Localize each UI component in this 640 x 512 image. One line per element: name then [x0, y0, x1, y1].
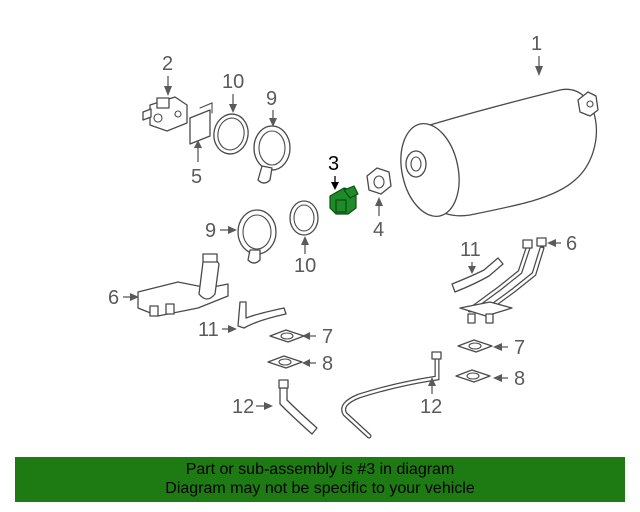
callout-label-11-right: 11	[460, 239, 481, 261]
banner-line-part-notice: Part or sub-assembly is #3 in diagram	[185, 461, 455, 478]
callout-1: 1	[531, 33, 543, 76]
callout-label-8-right: 8	[514, 368, 525, 390]
callout-8a: 8	[302, 353, 333, 375]
callout-12a: 12	[232, 396, 273, 418]
callout-label-9-lower: 9	[205, 220, 216, 242]
part-11-hose-right[interactable]	[451, 257, 504, 293]
part-8-gasket-left[interactable]	[267, 355, 303, 369]
callout-label-10-upper: 10	[222, 71, 244, 93]
part-12-tube-right[interactable]	[341, 351, 442, 439]
callout-5: 5	[191, 140, 202, 188]
part-10-clamp-upper[interactable]	[211, 111, 251, 156]
part-9-intake-lower[interactable]	[237, 209, 277, 264]
part-9-intake-upper[interactable]	[253, 125, 291, 184]
callout-6a: 6	[108, 287, 139, 309]
part-7-gasket-left[interactable]	[269, 329, 305, 343]
callout-label-7-right: 7	[514, 337, 525, 359]
callout-10a: 10	[222, 71, 244, 113]
banner-line-disclaimer: Diagram may not be specific to your vehi…	[165, 480, 475, 497]
callout-label-12-right: 12	[420, 396, 442, 418]
callout-12b: 12	[420, 377, 442, 418]
callout-3: 3	[328, 153, 339, 190]
part-8-gasket-right[interactable]	[455, 369, 491, 383]
callout-label-2: 2	[162, 53, 173, 75]
callout-label-3: 3	[328, 153, 339, 175]
callout-label-7-left: 7	[322, 326, 333, 348]
callout-label-6-left: 6	[108, 287, 119, 309]
callout-label-5: 5	[191, 166, 202, 188]
part-3-highlighted[interactable]	[329, 185, 359, 215]
callout-11b: 11	[460, 239, 481, 274]
callout-label-11-left: 11	[198, 319, 219, 341]
callout-2: 2	[162, 53, 173, 96]
callout-7a: 7	[302, 326, 333, 348]
part-5-bracket[interactable]	[189, 102, 213, 145]
callout-9b: 9	[205, 220, 237, 242]
part-1-tank[interactable]	[393, 88, 599, 221]
callout-label-1: 1	[531, 33, 542, 55]
exploded-parts-diagram: 1 2 5 10 9	[108, 33, 599, 439]
callout-4: 4	[373, 197, 384, 241]
part-11-hose-left[interactable]	[237, 301, 287, 329]
part-6-manifold-left[interactable]	[137, 253, 229, 317]
diagram-notice-banner: Part or sub-assembly is #3 in diagram Di…	[15, 457, 625, 502]
callout-label-12-left: 12	[232, 396, 254, 418]
part-4-fitting[interactable]	[366, 167, 392, 195]
callout-label-10-lower: 10	[294, 255, 316, 277]
callout-label-4: 4	[373, 219, 384, 241]
part-10-clamp-lower[interactable]	[289, 200, 319, 236]
callout-10b: 10	[294, 236, 316, 277]
callout-8b: 8	[493, 368, 525, 390]
callout-7b: 7	[493, 337, 525, 359]
part-2-valve[interactable]	[142, 96, 188, 132]
callout-label-9-upper: 9	[266, 88, 277, 110]
callout-11a: 11	[198, 319, 237, 341]
part-7-gasket-right[interactable]	[457, 339, 493, 353]
part-6-manifold-right[interactable]	[459, 237, 547, 324]
callout-label-8-left: 8	[322, 353, 333, 375]
callout-9a: 9	[266, 88, 277, 127]
callout-6b: 6	[547, 233, 577, 255]
part-12-tube-left[interactable]	[278, 379, 318, 435]
callout-label-6-right: 6	[566, 233, 577, 255]
